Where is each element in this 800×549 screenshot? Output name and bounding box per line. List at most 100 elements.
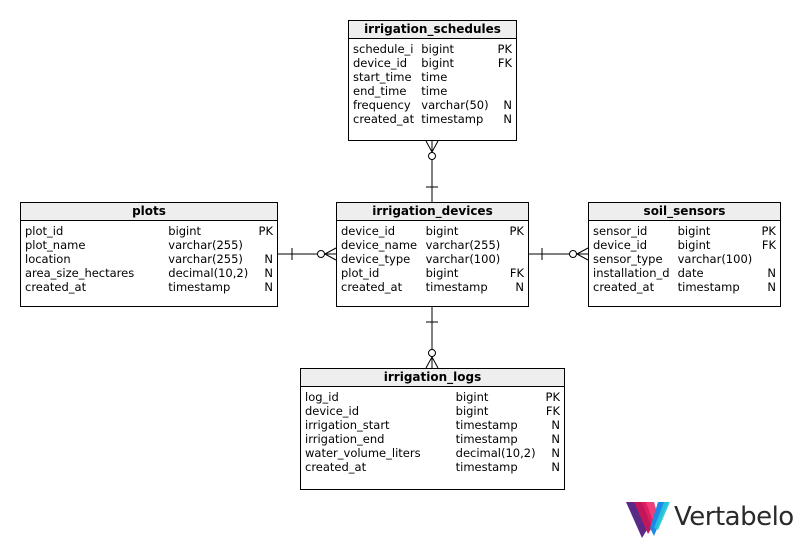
column-name: schedule_i bbox=[353, 42, 414, 56]
relationship-devices-logs bbox=[425, 306, 439, 369]
table-title: irrigation_devices bbox=[337, 203, 528, 221]
column-row[interactable]: start_time time bbox=[353, 70, 512, 84]
column-flag: N bbox=[264, 280, 273, 294]
column-flag: FK bbox=[497, 56, 512, 70]
column-type: varchar(100) bbox=[425, 252, 501, 266]
column-type: timestamp bbox=[168, 280, 231, 294]
column-row[interactable]: area_size_hectares decimal(10,2) N bbox=[25, 266, 273, 280]
column-name: created_at bbox=[25, 280, 87, 294]
column-name: device_id bbox=[593, 238, 648, 252]
column-type: timestamp bbox=[455, 418, 518, 432]
column-type: bigint bbox=[421, 42, 455, 56]
column-flag: N bbox=[551, 446, 560, 460]
column-flag: N bbox=[551, 460, 560, 474]
relationship-plots-devices bbox=[278, 247, 337, 261]
relationship-devices-sensors bbox=[528, 247, 589, 261]
column-type: timestamp bbox=[455, 460, 518, 474]
column-name: plot_id bbox=[341, 266, 380, 280]
column-row[interactable]: created_at timestamp N bbox=[305, 460, 560, 474]
column-name: plot_name bbox=[25, 238, 86, 252]
column-row[interactable]: irrigation_start timestamp N bbox=[305, 418, 560, 432]
column-name: installation_d bbox=[593, 266, 670, 280]
column-name: device_id bbox=[353, 56, 408, 70]
column-row[interactable]: plot_name varchar(255) bbox=[25, 238, 273, 252]
column-type: date bbox=[677, 266, 704, 280]
column-flag: N bbox=[503, 98, 512, 112]
column-name: location bbox=[25, 252, 71, 266]
column-type: bigint bbox=[677, 224, 711, 238]
column-name: end_time bbox=[353, 84, 407, 98]
column-type: bigint bbox=[168, 224, 202, 238]
column-type: bigint bbox=[425, 266, 459, 280]
column-row[interactable]: end_time time bbox=[353, 84, 512, 98]
column-flag bbox=[758, 252, 776, 266]
column-row[interactable]: device_type varchar(100) bbox=[341, 252, 524, 266]
column-flag bbox=[494, 84, 512, 98]
column-row[interactable]: created_at timestamp N bbox=[25, 280, 273, 294]
column-name: irrigation_start bbox=[305, 418, 390, 432]
column-flag: PK bbox=[509, 224, 524, 238]
column-type: bigint bbox=[455, 404, 489, 418]
column-flag: N bbox=[551, 418, 560, 432]
column-flag bbox=[506, 252, 524, 266]
column-name: area_size_hectares bbox=[25, 266, 135, 280]
column-name: log_id bbox=[305, 390, 339, 404]
column-type: bigint bbox=[677, 238, 711, 252]
column-type: varchar(100) bbox=[677, 252, 753, 266]
column-name: device_id bbox=[305, 404, 360, 418]
column-name: frequency bbox=[353, 98, 411, 112]
column-name: device_type bbox=[341, 252, 411, 266]
column-name: device_name bbox=[341, 238, 418, 252]
column-type: time bbox=[421, 70, 448, 84]
column-name: device_id bbox=[341, 224, 396, 238]
column-flag: N bbox=[264, 266, 273, 280]
column-type: time bbox=[421, 84, 448, 98]
column-name: created_at bbox=[305, 460, 367, 474]
column-name: created_at bbox=[593, 280, 655, 294]
vertabelo-logo-text: Vertabelo bbox=[674, 502, 794, 532]
table-title: plots bbox=[21, 203, 277, 221]
table-title: irrigation_logs bbox=[301, 369, 564, 387]
column-flag: N bbox=[503, 112, 512, 126]
column-type: timestamp bbox=[455, 432, 518, 446]
table-title: irrigation_schedules bbox=[349, 21, 516, 39]
column-flag: N bbox=[515, 280, 524, 294]
column-name: sensor_id bbox=[593, 224, 648, 238]
column-type: decimal(10,2) bbox=[168, 266, 249, 280]
column-type: bigint bbox=[455, 390, 489, 404]
column-name: start_time bbox=[353, 70, 412, 84]
column-type: varchar(255) bbox=[168, 238, 243, 252]
column-name: water_volume_liters bbox=[305, 446, 421, 460]
column-type: timestamp bbox=[425, 280, 488, 294]
